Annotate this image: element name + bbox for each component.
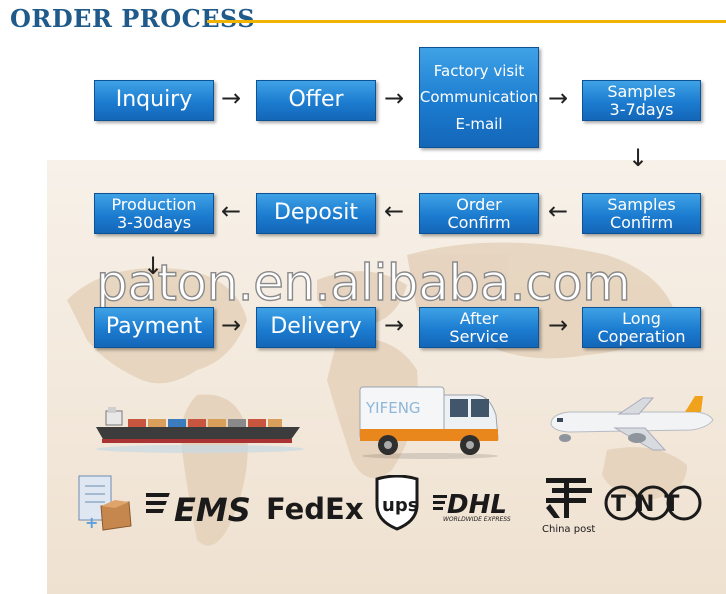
tnt-logo-icon: TNT xyxy=(604,485,702,521)
arrow-right-icon: → xyxy=(384,311,405,339)
airplane-icon xyxy=(550,396,714,451)
ups-logo-icon: ups xyxy=(375,475,419,531)
step-order-confirm-line-2: Confirm xyxy=(447,212,511,232)
step-samples-3-7days: Samples 3-7days xyxy=(582,80,701,121)
step-inquiry: Inquiry xyxy=(94,80,214,121)
watermark-text: paton.en.alibaba.com xyxy=(95,253,631,312)
tnt-logo-text: TNT xyxy=(611,492,689,517)
ups-logo-text: ups xyxy=(382,495,418,516)
step-offer-label: Offer xyxy=(288,87,344,113)
step-inquiry-label: Inquiry xyxy=(115,87,193,113)
step-samples-line-2: 3-7days xyxy=(609,99,674,119)
order-clipboard-box-icon: + xyxy=(78,475,132,532)
cargo-ship-icon xyxy=(96,407,304,453)
arrow-down-icon: ↓ xyxy=(628,144,649,172)
step-deposit: Deposit xyxy=(256,193,376,234)
step-contact-line-3: E-mail xyxy=(455,114,503,133)
arrow-left-icon: ← xyxy=(384,197,405,225)
step-long-cooperation-line-2: Coperation xyxy=(597,326,686,346)
truck-brand-text: YIFENG xyxy=(365,399,421,417)
step-production-3-30days: Production 3-30days xyxy=(94,193,214,234)
step-delivery: Delivery xyxy=(256,307,376,348)
svg-text:+: + xyxy=(85,513,98,532)
arrow-left-icon: ← xyxy=(221,197,242,225)
china-post-logo-text: China post xyxy=(542,524,595,535)
step-samples-confirm-line-1: Samples xyxy=(607,194,676,214)
ems-logo-text: EMS xyxy=(174,491,250,527)
step-after-service-line-2: Service xyxy=(449,326,509,346)
fedex-logo-icon: FedEx xyxy=(266,492,364,525)
step-production-line-2: 3-30days xyxy=(116,212,192,232)
dhl-logo-icon: DHL WORLDWIDE EXPRESS xyxy=(433,490,511,523)
arrow-right-icon: → xyxy=(221,84,242,112)
step-factory-visit-communication-email: Factory visit Communication E-mail xyxy=(419,47,539,148)
delivery-truck-icon: YIFENG xyxy=(359,386,499,459)
arrow-down-icon: ↓ xyxy=(143,252,164,280)
step-samples-confirm-line-2: Confirm xyxy=(609,212,674,232)
step-order-confirm: Order Confirm xyxy=(419,193,539,234)
step-payment: Payment xyxy=(94,307,214,348)
step-production-line-1: Production xyxy=(111,194,197,214)
dhl-logo-text: DHL xyxy=(447,490,507,520)
arrow-right-icon: → xyxy=(548,84,569,112)
china-post-logo-icon: China post xyxy=(542,478,595,535)
step-delivery-label: Delivery xyxy=(270,314,362,340)
step-after-service-line-1: After xyxy=(459,308,499,328)
step-order-confirm-line-1: Order xyxy=(456,194,502,214)
step-offer: Offer xyxy=(256,80,376,121)
step-payment-label: Payment xyxy=(105,314,203,340)
step-samples-confirm: Samples Confirm xyxy=(582,193,701,234)
arrow-right-icon: → xyxy=(548,311,569,339)
arrow-right-icon: → xyxy=(384,84,405,112)
ems-logo-icon: EMS xyxy=(146,491,250,527)
title-underline xyxy=(207,20,726,23)
page-title: ORDER PROCESS xyxy=(10,4,256,33)
arrow-left-icon: ← xyxy=(548,197,569,225)
dhl-logo-subtext: WORLDWIDE EXPRESS xyxy=(443,516,511,523)
step-long-cooperation-line-1: Long xyxy=(622,308,661,328)
step-after-service: After Service xyxy=(419,307,539,348)
fedex-logo-text: FedEx xyxy=(266,492,364,525)
step-long-cooperation: Long Coperation xyxy=(582,307,701,348)
arrow-right-icon: → xyxy=(221,311,242,339)
step-samples-line-1: Samples xyxy=(607,81,676,101)
step-contact-line-1: Factory visit xyxy=(433,62,525,81)
step-contact-line-2: Communication xyxy=(419,88,539,107)
step-deposit-label: Deposit xyxy=(273,200,359,226)
